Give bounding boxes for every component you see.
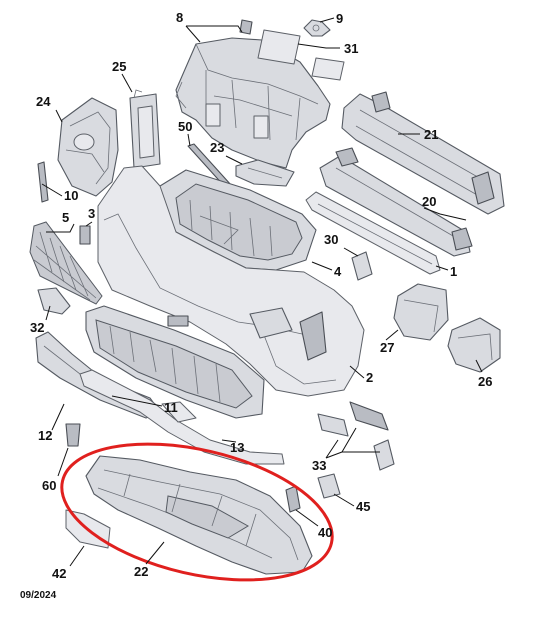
- callout-9: 9: [336, 11, 343, 26]
- callout-3: 3: [88, 206, 95, 221]
- callout-22: 22: [134, 564, 148, 579]
- part-30-bracket: [351, 251, 373, 281]
- part-5-side-grille: [29, 221, 103, 305]
- callout-8: 8: [176, 10, 183, 25]
- part-20-absorber: [319, 147, 473, 257]
- part-9-clip: [303, 19, 331, 37]
- part-4-grille-frame: [159, 169, 317, 271]
- part-26-air-duct: [447, 317, 501, 373]
- part-3-clip: [79, 225, 91, 245]
- callout-60: 60: [42, 478, 56, 493]
- callout-11: 11: [164, 400, 178, 415]
- callout-13: 13: [230, 440, 244, 455]
- callout-26: 26: [478, 374, 492, 389]
- callout-42: 42: [52, 566, 66, 581]
- part-45-bracket: [317, 473, 341, 499]
- callout-33: 33: [312, 458, 326, 473]
- callout-12: 12: [38, 428, 52, 443]
- callout-30: 30: [324, 232, 338, 247]
- callout-23: 23: [210, 140, 224, 155]
- part-27-air-duct: [393, 283, 449, 341]
- callout-4: 4: [334, 264, 342, 279]
- part-40-clip: [285, 485, 301, 513]
- callout-10: 10: [64, 188, 78, 203]
- callout-50: 50: [178, 119, 192, 134]
- part-13-trim-strip: [79, 369, 285, 465]
- callout-1: 1: [450, 264, 457, 279]
- part-10-strip: [37, 161, 49, 203]
- part-8-front-end-carrier: [175, 19, 331, 169]
- callout-2: 2: [366, 370, 373, 385]
- part-2-bumper-cover: [97, 165, 365, 397]
- part-60-emblem: [65, 423, 81, 447]
- callout-20: 20: [422, 194, 436, 209]
- callout-40: 40: [318, 525, 332, 540]
- part-33-clips: [317, 401, 395, 471]
- part-22-underbody-shield: [85, 455, 313, 575]
- part-21-reinforcement-beam: [341, 91, 505, 215]
- part-11-lower-grille: [85, 305, 265, 419]
- callout-5: 5: [62, 210, 69, 225]
- callout-45: 45: [356, 499, 370, 514]
- callout-31: 31: [344, 41, 358, 56]
- date-stamp: 09/2024: [20, 590, 57, 601]
- part-25-bracket: [129, 89, 161, 169]
- callout-25: 25: [112, 59, 126, 74]
- part-23-bracket: [235, 159, 295, 187]
- callout-27: 27: [380, 340, 394, 355]
- part-32-clip: [37, 287, 71, 315]
- part-1-lower-strip: [305, 191, 441, 275]
- part-24-housing: [57, 97, 119, 197]
- callout-32: 32: [30, 320, 44, 335]
- callout-labels: 8 9 31 25 24 50 21 23 10 3 5 20 30 4 1 3…: [20, 10, 492, 601]
- highlight-ellipse: [60, 442, 334, 582]
- callout-24: 24: [36, 94, 51, 109]
- callout-21: 21: [424, 127, 438, 142]
- part-31-seal: [257, 29, 345, 81]
- leader-lines: [41, 17, 483, 567]
